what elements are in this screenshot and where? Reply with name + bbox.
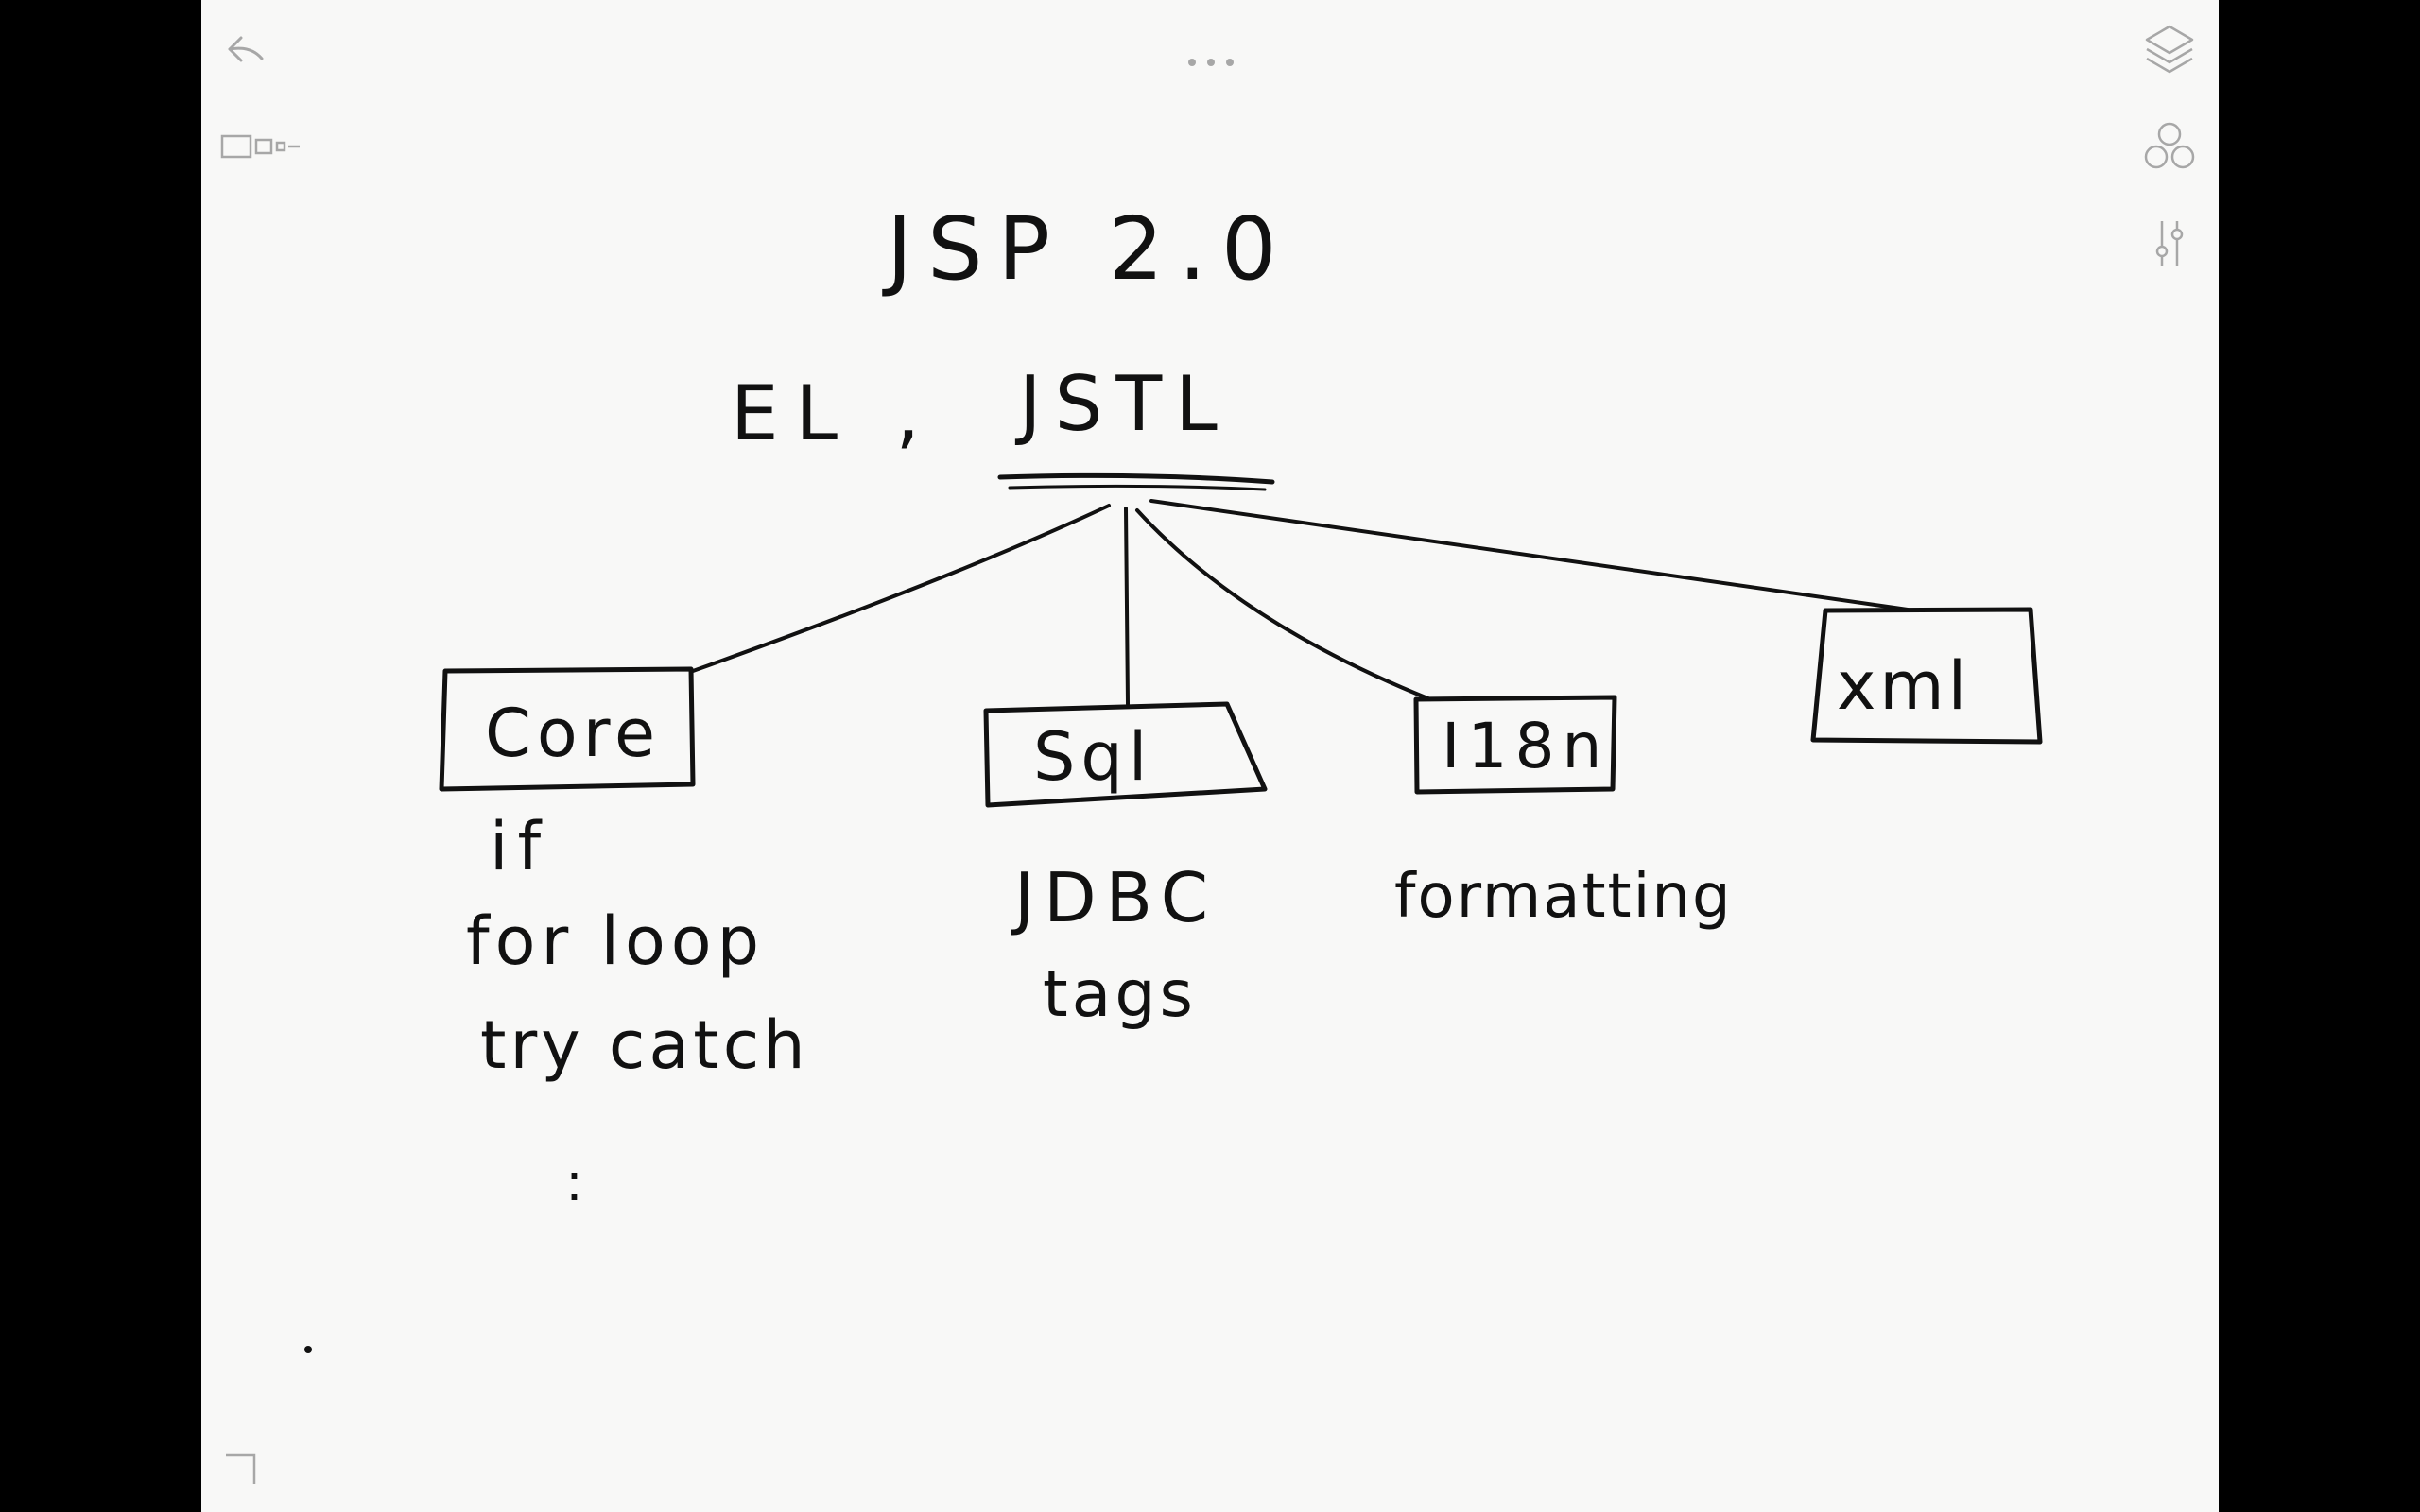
branch-sql: [1124, 507, 1130, 706]
branch-i18n: [1135, 508, 1432, 701]
jstl-underline: [997, 472, 1275, 485]
sql-box-label: Sql: [1033, 718, 1152, 796]
sketch-board: JSP 2.0 EL , JSTL Core Sql I18n xml if f…: [304, 198, 2043, 1353]
core-item-2: for loop: [466, 902, 765, 980]
i18n-box-label: I18n: [1442, 710, 1609, 782]
undo-button[interactable]: [226, 32, 268, 66]
corner-resize-handle[interactable]: [222, 1452, 260, 1489]
corner-resize-icon: [222, 1452, 260, 1489]
sketch-subtitle-jstl: JSTL: [1014, 360, 1231, 448]
sql-item-1: JDBC: [1011, 858, 1218, 937]
sql-box: [983, 701, 1268, 808]
core-item-4: :: [565, 1152, 583, 1213]
circles-icon: [2141, 119, 2198, 174]
sql-item-2: tags: [1043, 957, 1197, 1032]
page-thumbnails-icon: [218, 132, 303, 161]
xml-box-label: xml: [1837, 647, 1970, 725]
undo-arrow-icon: [226, 32, 268, 66]
stray-ink-dot: [304, 1346, 312, 1353]
core-item-1: if: [490, 808, 550, 885]
xml-box: [1810, 607, 2043, 745]
shapes-button[interactable]: [2141, 119, 2198, 174]
drawing-canvas[interactable]: JSP 2.0 EL , JSTL Core Sql I18n xml if f…: [201, 0, 2219, 1512]
layers-button[interactable]: [2143, 21, 2196, 77]
jstl-underline-2: [1008, 484, 1267, 491]
layers-icon: [2143, 21, 2196, 77]
pages-button[interactable]: [218, 132, 303, 161]
branch-xml: [1150, 499, 1910, 611]
i18n-box: [1413, 695, 1617, 795]
branch-core: [691, 504, 1111, 673]
sketch-subtitle-el: EL ,: [731, 369, 937, 457]
core-box: [439, 666, 696, 792]
more-button[interactable]: [1184, 53, 1237, 72]
sliders-icon: [2151, 217, 2188, 270]
adjust-button[interactable]: [2151, 217, 2188, 270]
sketch-title: JSP 2.0: [882, 198, 1292, 300]
i18n-item-1: formatting: [1394, 862, 1733, 932]
more-dots-icon: [1184, 53, 1237, 72]
core-box-label: Core: [485, 695, 661, 772]
core-item-3: try catch: [480, 1006, 809, 1084]
